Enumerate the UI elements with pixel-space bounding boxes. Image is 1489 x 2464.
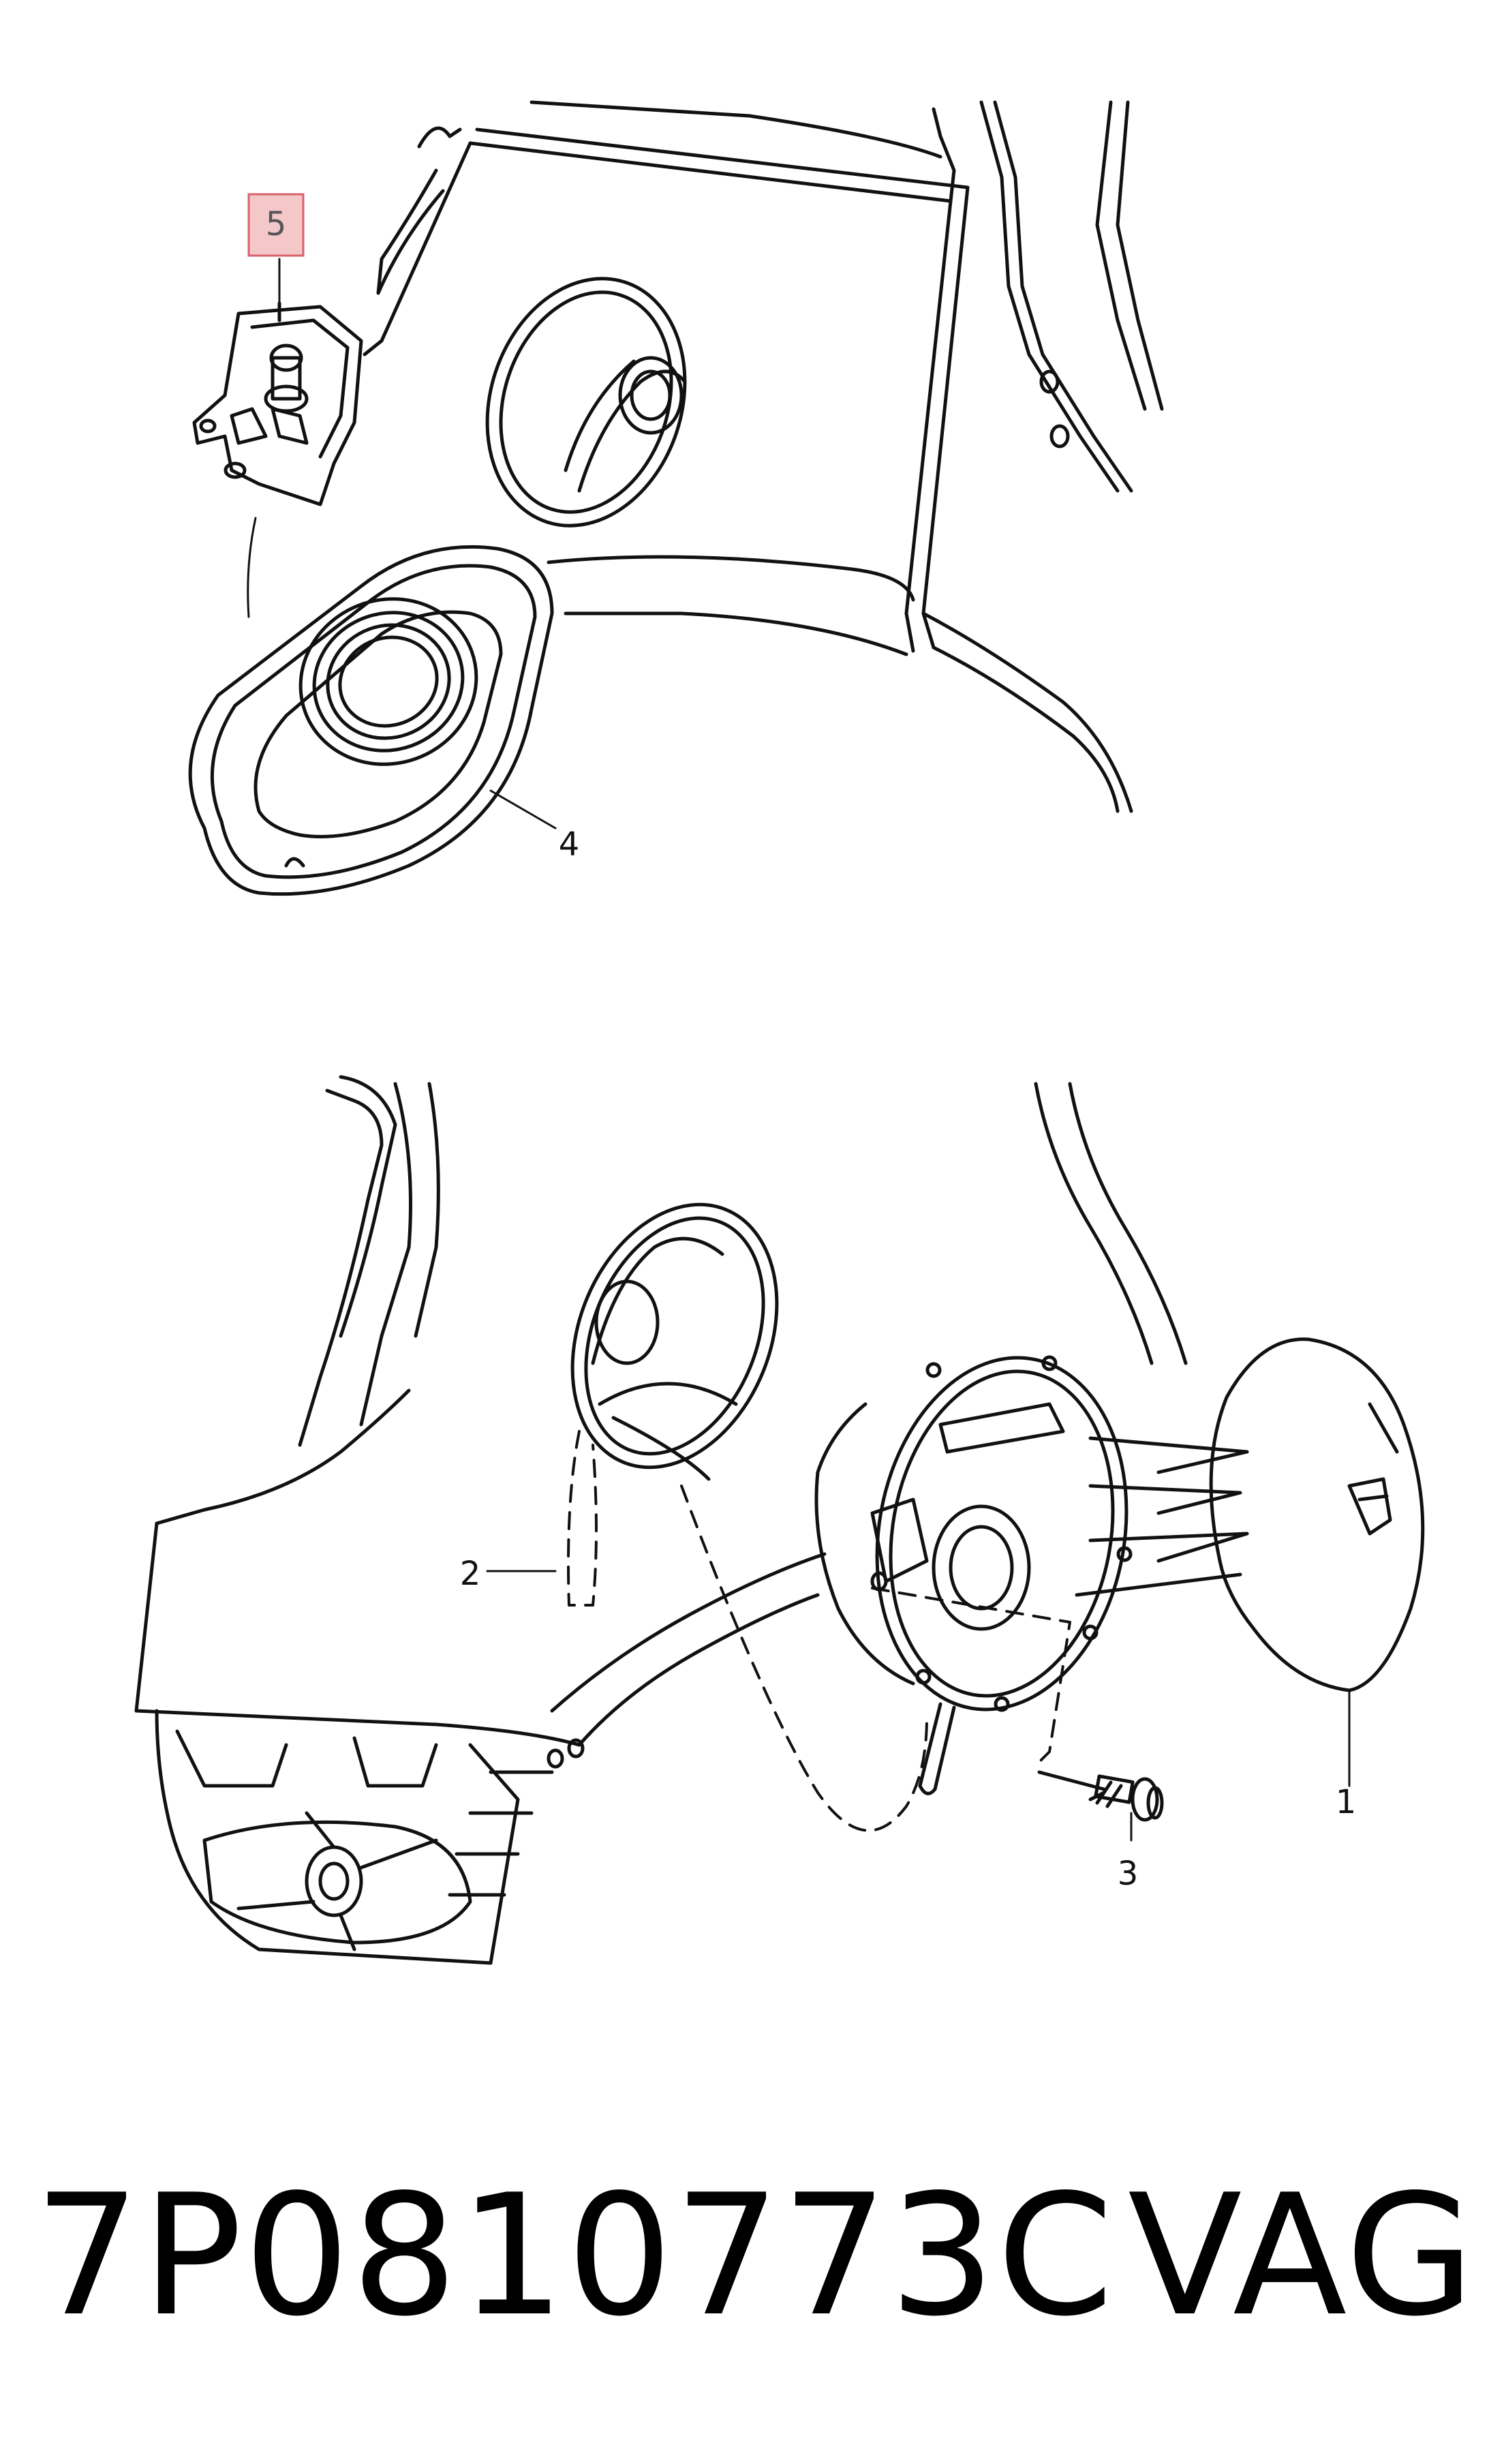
actuator-cable — [247, 517, 257, 618]
leader-line-4 — [489, 789, 557, 830]
part-number-caption: 7P0810773C — [34, 2159, 1115, 2353]
top-body-panel — [363, 100, 1164, 813]
bottom-filler-opening — [570, 1202, 779, 1481]
filler-housing-1 — [814, 1355, 1249, 1795]
fuel-flap — [1209, 1337, 1425, 1692]
parts-diagram: 5 4 2 1 3 — [134, 100, 1425, 1965]
bottom-body-panel — [134, 1075, 1188, 1965]
callout-3-label: 3 — [1118, 1855, 1139, 1893]
callout-5-label: 5 — [266, 205, 287, 243]
callout-1-label: 1 — [1336, 1783, 1357, 1821]
bolt-3 — [1037, 1770, 1164, 1822]
callout-4-label: 4 — [559, 825, 580, 864]
top-filler-neck-opening — [485, 277, 687, 528]
gasket-4 — [188, 545, 554, 896]
callout-5-box — [247, 193, 305, 257]
actuator-5 — [192, 301, 363, 506]
brand-caption: VAG — [1128, 2159, 1477, 2353]
cable-dashed — [567, 1430, 1071, 1832]
callout-2-label: 2 — [460, 1555, 481, 1593]
